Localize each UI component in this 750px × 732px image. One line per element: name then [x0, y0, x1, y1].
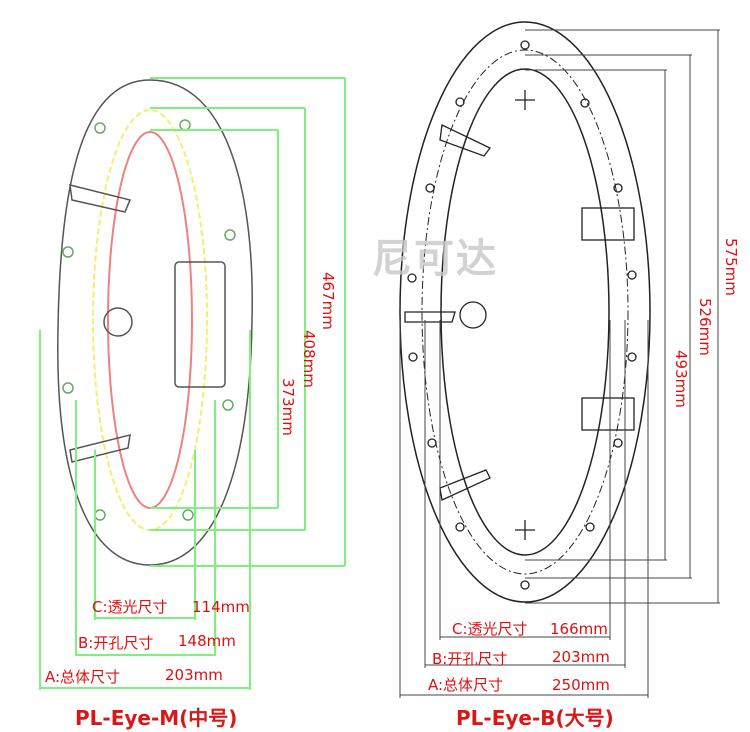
width-c-name: C:透光尺寸	[452, 620, 528, 638]
cutout-outline	[92, 109, 208, 531]
dimension-lines	[399, 29, 720, 698]
watermark-logo: 尼可达	[372, 236, 498, 282]
width-c-value: 166mm	[550, 620, 608, 638]
height-c-label: 373mm	[279, 378, 297, 436]
medium-porthole	[39, 77, 346, 690]
model-title-medium: PL-Eye-M(中号)	[75, 706, 238, 730]
bolt-circle	[421, 49, 629, 575]
outer-frame	[399, 21, 651, 603]
hinge	[174, 261, 226, 388]
height-b-label: 408mm	[300, 330, 318, 388]
width-b-value: 148mm	[178, 632, 236, 650]
height-a-label: 575mm	[722, 238, 740, 296]
width-a-value: 250mm	[552, 676, 610, 694]
glass-outline	[107, 131, 193, 509]
width-b-value: 203mm	[552, 648, 610, 666]
width-b-name: B:开孔尺寸	[78, 634, 154, 652]
width-c-name: C:透光尺寸	[92, 598, 168, 616]
width-a-name: A:总体尺寸	[45, 668, 121, 686]
large-porthole	[399, 21, 720, 698]
height-b-label: 526mm	[696, 298, 714, 356]
center-hole	[459, 301, 487, 329]
center-hole	[103, 307, 133, 337]
height-a-label: 467mm	[319, 272, 337, 330]
model-title-large: PL-Eye-B(大号)	[456, 706, 614, 730]
width-a-name: A:总体尺寸	[428, 676, 504, 694]
width-c-value: 114mm	[192, 598, 250, 616]
height-c-label: 493mm	[672, 350, 690, 408]
dimension-lines	[39, 77, 346, 690]
glass-outline	[440, 68, 610, 556]
width-a-value: 203mm	[165, 666, 223, 684]
width-b-name: B:开孔尺寸	[432, 650, 508, 668]
latch-bottom	[69, 433, 131, 463]
latch-top	[69, 184, 132, 213]
outer-frame	[57, 79, 253, 566]
